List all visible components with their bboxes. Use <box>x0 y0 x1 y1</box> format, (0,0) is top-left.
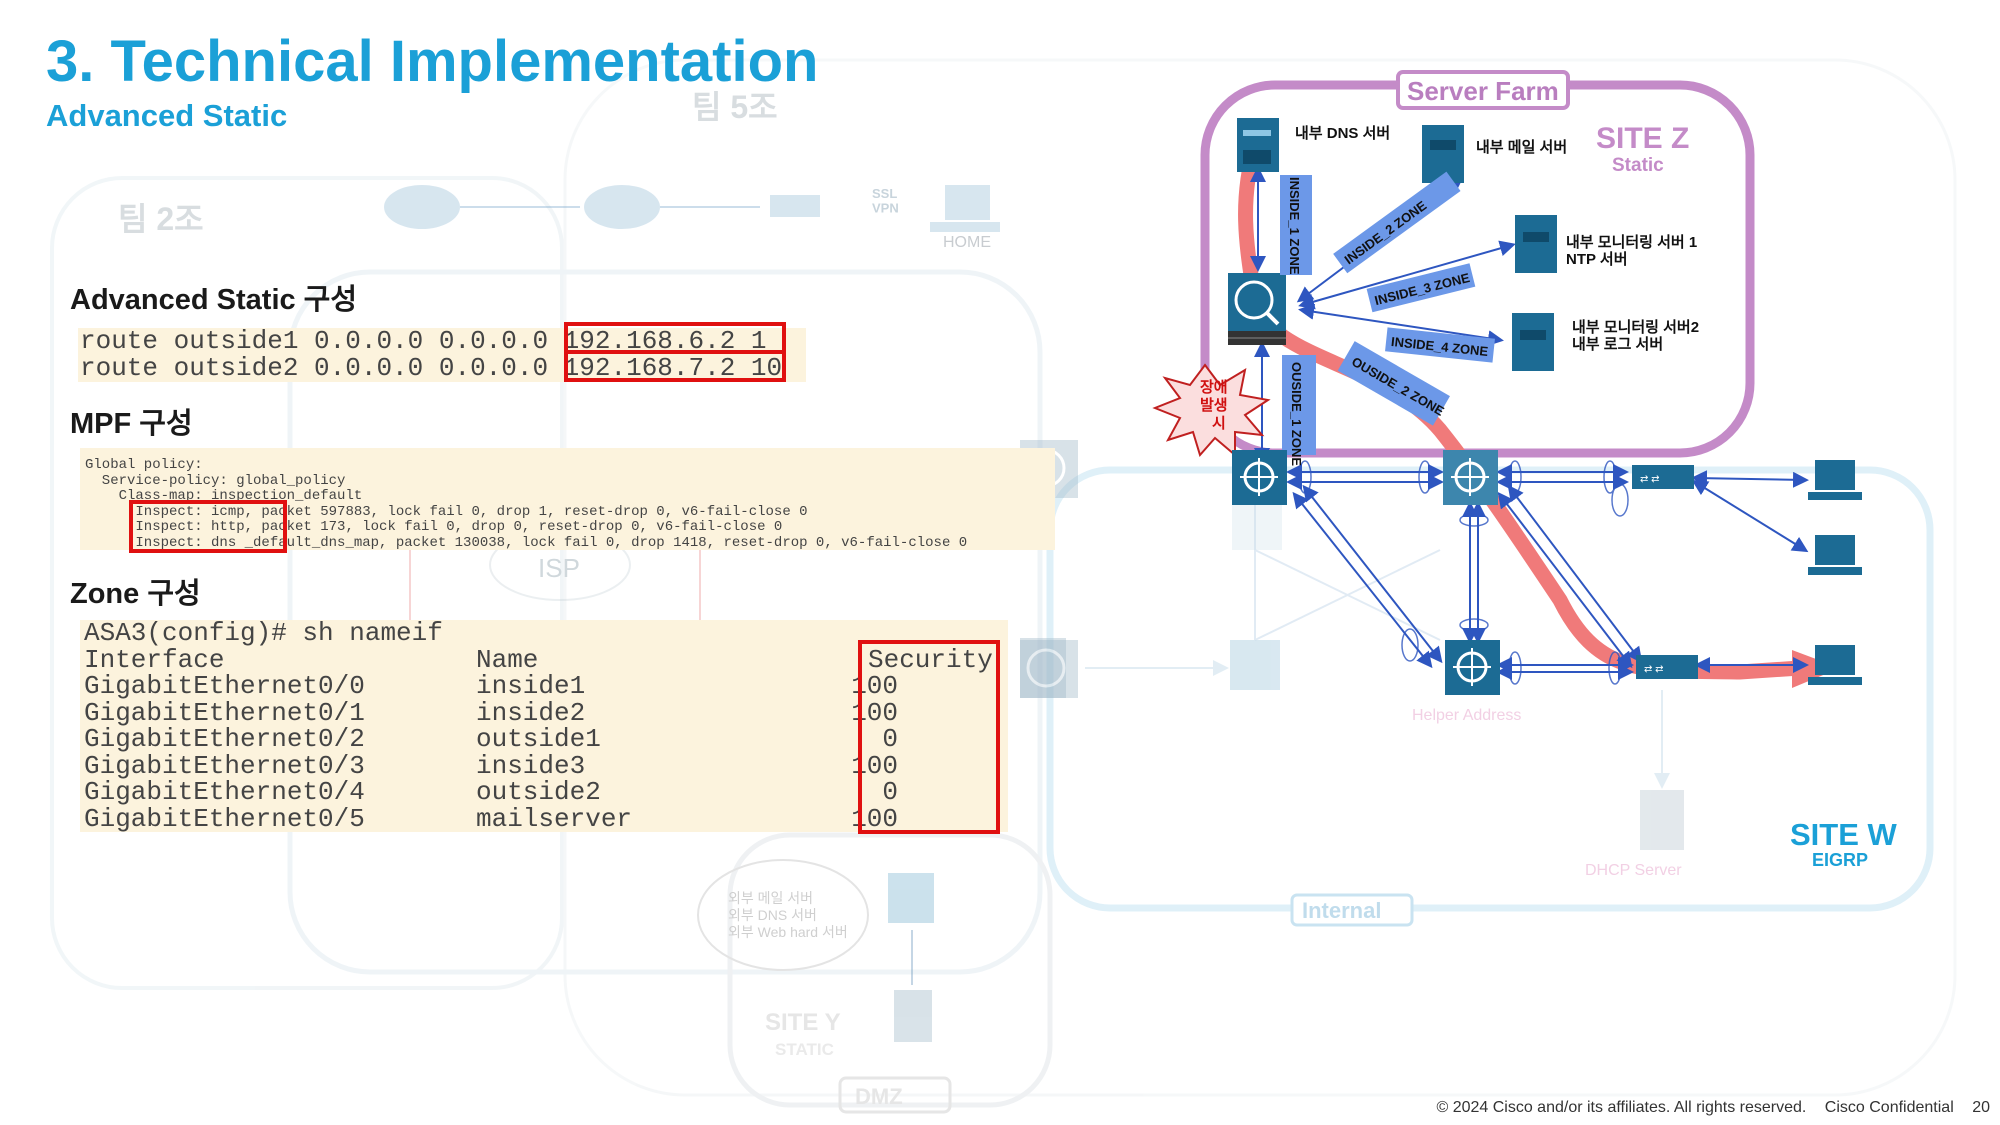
site-w-label: SITE W <box>1790 817 1898 852</box>
mpf-highlight <box>129 500 287 553</box>
site-y-routing: STATIC <box>775 1040 834 1059</box>
faded-dmz-devices <box>888 500 1684 1042</box>
team2-label: 팀 2조 <box>118 201 204 237</box>
zone-inside1: INSIDE_1 ZONE <box>1280 175 1312 275</box>
monitor1-label-b: NTP 서버 <box>1566 251 1628 268</box>
zone-command: ASA3(config)# sh nameif <box>84 620 443 648</box>
dmz-label: DMZ <box>855 1084 903 1109</box>
mpf-line-1: Global policy: <box>85 457 203 473</box>
mail-server-label: 내부 메일 서버 <box>1476 139 1567 156</box>
zone-row-2-iface: GigabitEthernet0/1 <box>84 697 365 728</box>
internal-label: Internal <box>1302 898 1381 923</box>
helper-address-label: Helper Address <box>1412 707 1521 724</box>
mpf-line-5: Inspect: http, packet 173, lock fail 0, … <box>85 519 783 535</box>
access-switch-1-icon: ⇄ ⇄ <box>1632 465 1694 489</box>
monitor1-server-icon <box>1515 215 1557 273</box>
internal-box <box>1290 893 1414 927</box>
core-switch-2-icon <box>1443 450 1498 505</box>
zone-row-6-name: mailserver <box>476 803 633 832</box>
site-z-routing: Static <box>1612 155 1664 176</box>
advanced-static-heading: Advanced Static 구성 <box>70 284 358 316</box>
zone-col-interface: Interface <box>84 644 225 675</box>
mail-server-icon <box>1422 125 1464 183</box>
svg-text:INSIDE_2 ZONE: INSIDE_2 ZONE <box>1342 198 1430 268</box>
zone-row-3-iface: GigabitEthernet0/2 <box>84 724 365 754</box>
pc-3-icon <box>1808 645 1862 685</box>
zone-row-1-name: inside1 <box>476 671 586 701</box>
footer-copyright: © 2024 Cisco and/or its affiliates. All … <box>1436 1099 1807 1116</box>
zone-row-3-sec: 0 <box>882 724 898 754</box>
mpf-heading: MPF 구성 <box>70 408 193 440</box>
team5-label: 팀 5조 <box>692 89 778 125</box>
core-switch-1-icon <box>1232 450 1287 505</box>
mpf-line-3: Class-map: inspection_default <box>85 488 363 504</box>
svg-text:⇄ ⇄: ⇄ ⇄ <box>1644 664 1664 675</box>
mpf-line-6: Inspect: dns _default_dns_map, packet 13… <box>85 534 968 550</box>
server-farm-label: Server Farm <box>1407 76 1559 106</box>
zone-heading: Zone 구성 <box>70 578 201 610</box>
server-farm-box <box>1396 70 1570 110</box>
svg-text:INSIDE_1 ZONE: INSIDE_1 ZONE <box>1287 177 1302 275</box>
site-z-label: SITE Z <box>1596 122 1689 155</box>
zone-code-box: ASA3(config)# sh nameif Interface Name S… <box>80 620 1008 832</box>
route-highlight-2 <box>564 350 786 382</box>
dns-server-label: 내부 DNS 서버 <box>1295 125 1390 142</box>
footer-page-number: 20 <box>1972 1099 1990 1116</box>
site-y-label: SITE Y <box>765 1009 841 1036</box>
faded-top-devices <box>384 185 1000 232</box>
zone-row-5-name: outside2 <box>476 777 601 807</box>
monitor2-label-a: 내부 모니터링 서버2 <box>1572 318 1699 336</box>
asa-firewall-icon <box>1228 273 1286 345</box>
link-ellipses <box>1298 460 1629 685</box>
zone-inside2: INSIDE_2 ZONE <box>1333 171 1461 274</box>
failure-burst <box>1152 363 1271 458</box>
dhcp-label: DHCP Server <box>1585 862 1682 879</box>
zone-row-4-iface: GigabitEthernet0/3 <box>84 750 365 781</box>
footer: © 2024 Cisco and/or its affiliates. All … <box>1422 1099 1990 1117</box>
dist-switch-icon <box>1445 640 1500 695</box>
zone-row-2-name: inside2 <box>476 697 586 728</box>
zone-inside4: INSIDE_4 ZONE <box>1385 327 1495 363</box>
zone-row-5-sec: 0 <box>882 777 898 807</box>
zone-row-6-iface: GigabitEthernet0/5 <box>84 803 365 832</box>
monitor1-label-a: 내부 모니터링 서버 1 <box>1566 233 1697 251</box>
access-switch-2-icon: ⇄ ⇄ <box>1636 655 1698 679</box>
mpf-line-2: Service-policy: global_policy <box>85 472 346 489</box>
pc-2-icon <box>1808 535 1862 575</box>
outer-server-cloud <box>697 859 869 971</box>
route-line-2: route outside2 0.0.0.0 0.0.0.0 192.168.7… <box>80 353 783 383</box>
mpf-line-4: Inspect: icmp, packet 597883, lock fail … <box>85 503 808 520</box>
dns-server-icon <box>1237 118 1279 172</box>
core-links <box>1286 464 1809 680</box>
zone-row-4-name: inside3 <box>476 750 586 781</box>
monitor2-label-b: 내부 로그 서버 <box>1572 336 1663 353</box>
zone-row-3-name: outside1 <box>476 724 601 754</box>
monitor2-server-icon <box>1512 313 1554 371</box>
page-subtitle: Advanced Static <box>46 98 288 133</box>
svg-text:⇄ ⇄: ⇄ ⇄ <box>1640 474 1660 485</box>
home-label: HOME <box>943 234 991 251</box>
security-highlight <box>858 640 1000 834</box>
faded-regions <box>50 58 1957 1108</box>
outer-server-mail: 외부 메일 서버 <box>728 890 813 906</box>
faded-cross-links <box>1254 505 1441 641</box>
zone-col-security: Security <box>868 644 993 675</box>
mpf-code-box: Global policy: Service-policy: global_po… <box>80 448 1055 550</box>
svg-text:OUSIDE_1 ZONE: OUSIDE_1 ZONE <box>1289 362 1304 466</box>
outer-server-dns: 외부 DNS 서버 <box>728 907 817 923</box>
isp-label: ISP <box>538 553 580 583</box>
footer-confidential: Cisco Confidential <box>1824 1099 1954 1116</box>
zone-row-5-iface: GigabitEthernet0/4 <box>84 777 365 807</box>
pc-1-icon <box>1808 460 1862 500</box>
site-w-routing: EIGRP <box>1812 850 1868 870</box>
zone-outside1: OUSIDE_1 ZONE <box>1282 355 1316 466</box>
zone-row-1-iface: GigabitEthernet0/0 <box>84 671 365 701</box>
page-title: 3. Technical Implementation <box>46 29 819 94</box>
zone-col-name: Name <box>476 644 539 675</box>
outer-server-web: 외부 Web hard 서버 <box>728 924 848 940</box>
